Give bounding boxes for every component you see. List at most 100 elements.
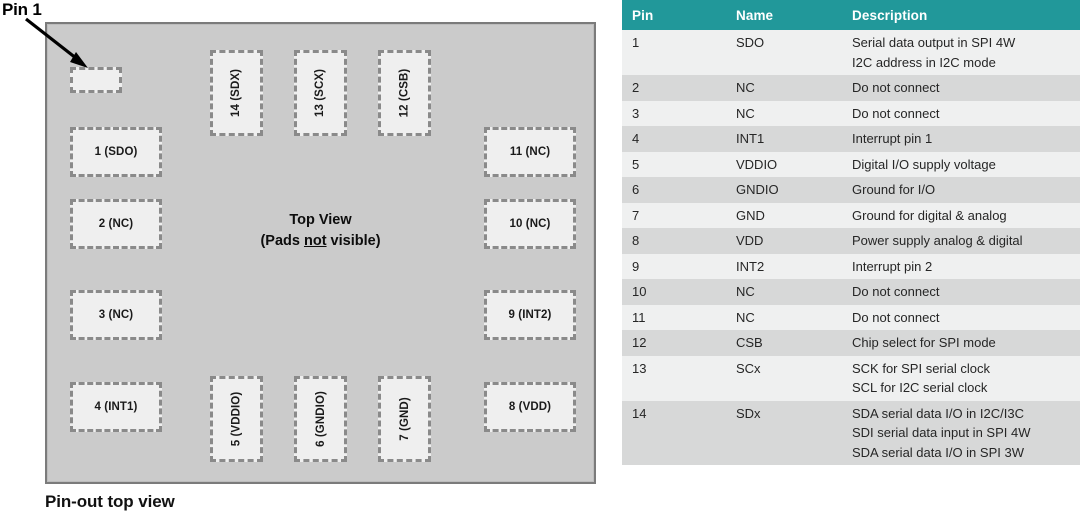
- description-line: Serial data output in SPI 4W: [852, 35, 1016, 50]
- top-view-note: Top View (Pads not visible): [47, 210, 594, 252]
- pin-pad-label: 8 (VDD): [508, 401, 552, 413]
- description-line: Power supply analog & digital: [852, 233, 1023, 248]
- cell-pin-number: 2: [622, 75, 726, 101]
- cell-pin-description: Do not connect: [842, 304, 1080, 330]
- description-line: Do not connect: [852, 105, 940, 121]
- top-view-note-line1: Top View: [289, 212, 352, 228]
- pin-pad-top-1: 13 (SCX): [294, 50, 347, 136]
- description-line: SCL for I2C serial clock: [852, 380, 988, 395]
- pin-pad-label: 11 (NC): [509, 146, 551, 158]
- pads-note-pre: (Pads: [260, 233, 304, 250]
- cell-pin-name: INT1: [726, 126, 842, 152]
- cell-pin-number: 13: [622, 355, 726, 401]
- cell-pin-description: Do not connect: [842, 75, 1080, 101]
- pin-pad-left-3: 4 (INT1): [70, 382, 162, 432]
- description-line: Ground for digital & analog: [852, 207, 1007, 223]
- table-header: Pin Name Description: [622, 0, 1080, 30]
- pin-pad-bottom-1: 6 (GNDIO): [294, 376, 347, 462]
- cell-pin-number: 6: [622, 177, 726, 203]
- cell-pin-name: SDx: [726, 400, 842, 465]
- description-line: SCK for SPI serial clock: [852, 360, 990, 376]
- cell-pin-description: Ground for digital & analog: [842, 202, 1080, 228]
- cell-pin-number: 11: [622, 304, 726, 330]
- cell-pin-name: NC: [726, 75, 842, 101]
- table-header-row: Pin Name Description: [622, 0, 1080, 30]
- cell-pin-name: SDO: [726, 30, 842, 75]
- description-line: Do not connect: [852, 80, 940, 95]
- cell-pin-name: NC: [726, 304, 842, 330]
- pin-pad-top-0: 14 (SDX): [210, 50, 263, 136]
- top-view-note-line2: (Pads not visible): [47, 231, 594, 252]
- cell-pin-description: Interrupt pin 1: [842, 126, 1080, 152]
- cell-pin-description: Digital I/O supply voltage: [842, 151, 1080, 177]
- cell-pin-description: Power supply analog & digital: [842, 228, 1080, 254]
- description-line: I2C address in I2C mode: [852, 54, 996, 70]
- package-body-outline: Top View (Pads not visible) 1 (SDO) 2 (NC…: [45, 22, 596, 484]
- pin-pad-right-0: 11 (NC): [484, 127, 576, 177]
- pin-pad-label: 7 (GND): [398, 397, 411, 441]
- pin1-marker-pad: [70, 67, 122, 93]
- column-header-pin: Pin: [622, 0, 726, 30]
- column-header-name: Name: [726, 0, 842, 30]
- column-header-desc: Description: [842, 0, 1080, 30]
- cell-pin-description: Do not connect: [842, 100, 1080, 126]
- pin-pad-label: 10 (NC): [509, 218, 551, 230]
- description-line: Do not connect: [852, 284, 940, 299]
- cell-pin-number: 14: [622, 400, 726, 465]
- cell-pin-number: 12: [622, 330, 726, 356]
- cell-pin-name: INT2: [726, 253, 842, 279]
- pin-pad-label: 12 (CSB): [398, 68, 411, 118]
- cell-pin-name: VDDIO: [726, 151, 842, 177]
- cell-pin-description: Do not connect: [842, 279, 1080, 305]
- pin-pad-left-2: 3 (NC): [70, 290, 162, 340]
- description-line: SDI serial data input in SPI 4W: [852, 425, 1031, 440]
- pin-pad-label: 3 (NC): [98, 309, 134, 321]
- description-line: Chip select for SPI mode: [852, 335, 996, 350]
- pin-pad-label: 6 (GNDIO): [314, 391, 327, 447]
- pin-pad-bottom-2: 7 (GND): [378, 376, 431, 462]
- pin-pad-label: 5 (VDDIO): [230, 391, 243, 447]
- cell-pin-name: GNDIO: [726, 177, 842, 203]
- cell-pin-description: Serial data output in SPI 4W I2C address …: [842, 30, 1080, 75]
- pin-pad-label: 14 (SDX): [230, 68, 243, 118]
- cell-pin-number: 9: [622, 253, 726, 279]
- cell-pin-name: VDD: [726, 228, 842, 254]
- pin-pad-right-3: 8 (VDD): [484, 382, 576, 432]
- pin-pad-label: 4 (INT1): [94, 401, 138, 413]
- cell-pin-description: Interrupt pin 2: [842, 253, 1080, 279]
- description-line: Digital I/O supply voltage: [852, 156, 996, 172]
- cell-pin-number: 10: [622, 279, 726, 305]
- cell-pin-name: SCx: [726, 355, 842, 401]
- cell-pin-number: 1: [622, 30, 726, 75]
- diagram-caption: Pin-out top view: [45, 492, 175, 511]
- pin-pad-label: 1 (SDO): [94, 146, 138, 158]
- pin-pad-right-1: 10 (NC): [484, 199, 576, 249]
- cell-pin-name: NC: [726, 279, 842, 305]
- pin-pad-top-2: 12 (CSB): [378, 50, 431, 136]
- description-line: Do not connect: [852, 309, 940, 325]
- pin-pad-label: 9 (INT2): [508, 309, 552, 321]
- pinout-diagram: Pin 1 Top View (Pads not visible) 1 (SDO…: [2, 0, 596, 511]
- cell-pin-number: 3: [622, 100, 726, 126]
- cell-pin-name: NC: [726, 100, 842, 126]
- description-line: SDA serial data I/O in SPI 3W: [852, 444, 1024, 460]
- pin-pad-left-0: 1 (SDO): [70, 127, 162, 177]
- pin-pad-label: 2 (NC): [98, 218, 134, 230]
- pin-pad-left-1: 2 (NC): [70, 199, 162, 249]
